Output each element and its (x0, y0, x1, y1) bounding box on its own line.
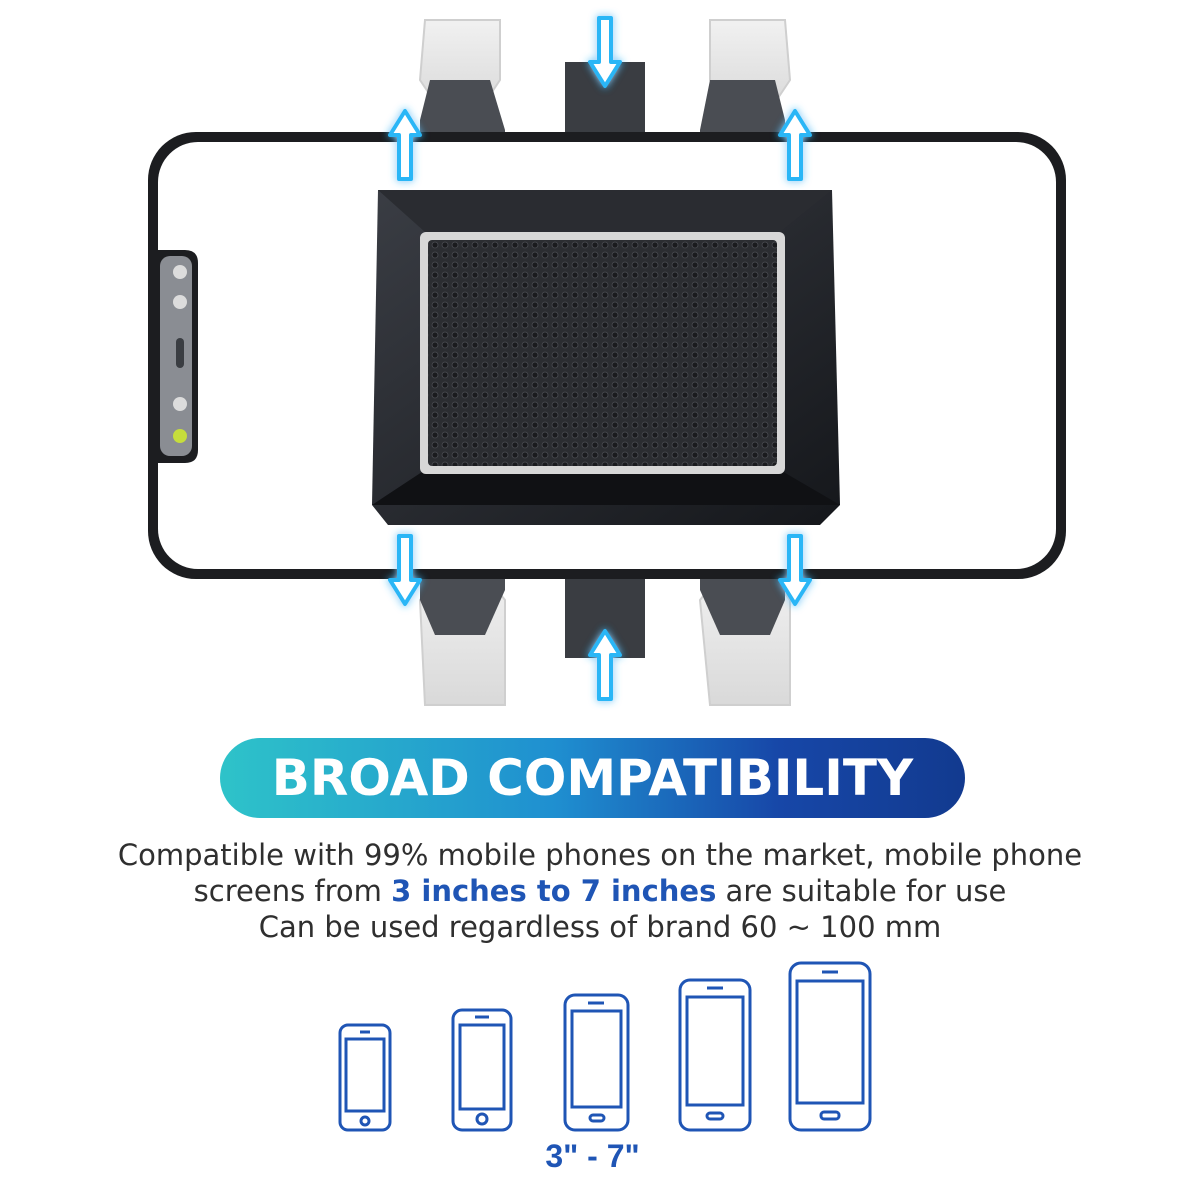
phone-outline-icon (788, 961, 872, 1132)
phone-holder-illustration (148, 16, 1066, 706)
description-line-2: screens from 3 inches to 7 inches are su… (0, 874, 1200, 908)
description-line-2-prefix: screens from (193, 874, 392, 908)
holder-body (372, 190, 840, 525)
size-range-label: 3" - 7" (545, 1138, 640, 1174)
phone-outline-icon (563, 993, 630, 1132)
anti-slip-pad (428, 240, 777, 466)
compatibility-banner: BROAD COMPATIBILITY (220, 738, 965, 818)
description-line-2-suffix: are suitable for use (716, 874, 1007, 908)
phone-size-icons (338, 961, 872, 1132)
size-range-highlight: 3 inches to 7 inches (391, 874, 717, 908)
phone-outline-icon (451, 1008, 513, 1132)
banner-title: BROAD COMPATIBILITY (271, 749, 914, 807)
phone-outline-icon (678, 978, 752, 1132)
phone-outline-icon (338, 1023, 392, 1132)
description-line-3: Can be used regardless of brand 60 ~ 100… (258, 910, 942, 944)
description-line-1: Compatible with 99% mobile phones on the… (117, 838, 1083, 872)
